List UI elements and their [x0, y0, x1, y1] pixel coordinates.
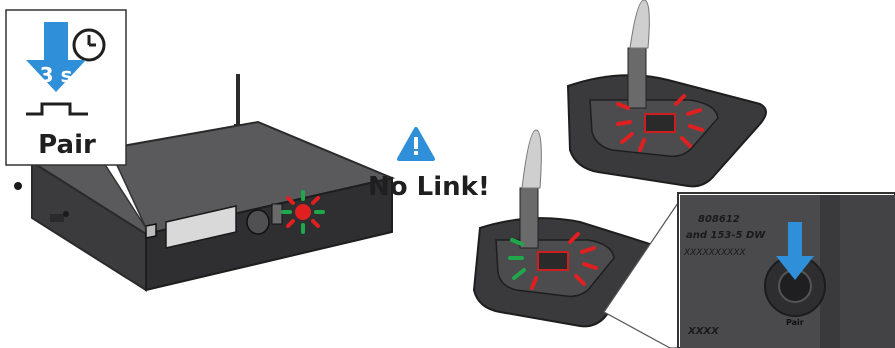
base-station-upper — [568, 0, 766, 186]
receiver-led-blink — [283, 192, 323, 232]
callout-pair-label: Pair — [22, 130, 112, 160]
warning-triangle-icon — [399, 129, 433, 159]
receiver-pair-button — [146, 224, 156, 238]
no-link-message: No Link! — [368, 172, 490, 202]
inset-pair-label: Pair — [786, 318, 804, 327]
antenna — [236, 74, 240, 130]
inset-label-line3: XXXXXXXXXX — [684, 248, 746, 258]
receiver-knob — [247, 210, 269, 234]
inset-label-line1: 808612 — [698, 214, 740, 225]
clock-icon — [74, 30, 104, 60]
gooseneck-lower — [520, 188, 538, 248]
gooseneck — [628, 48, 646, 108]
inset-footer: XXXX — [688, 326, 719, 337]
callout-duration-label: 3 s — [36, 63, 76, 87]
detail-inset — [604, 193, 895, 348]
inset-label-line2: and 153-5 DW — [686, 230, 765, 241]
